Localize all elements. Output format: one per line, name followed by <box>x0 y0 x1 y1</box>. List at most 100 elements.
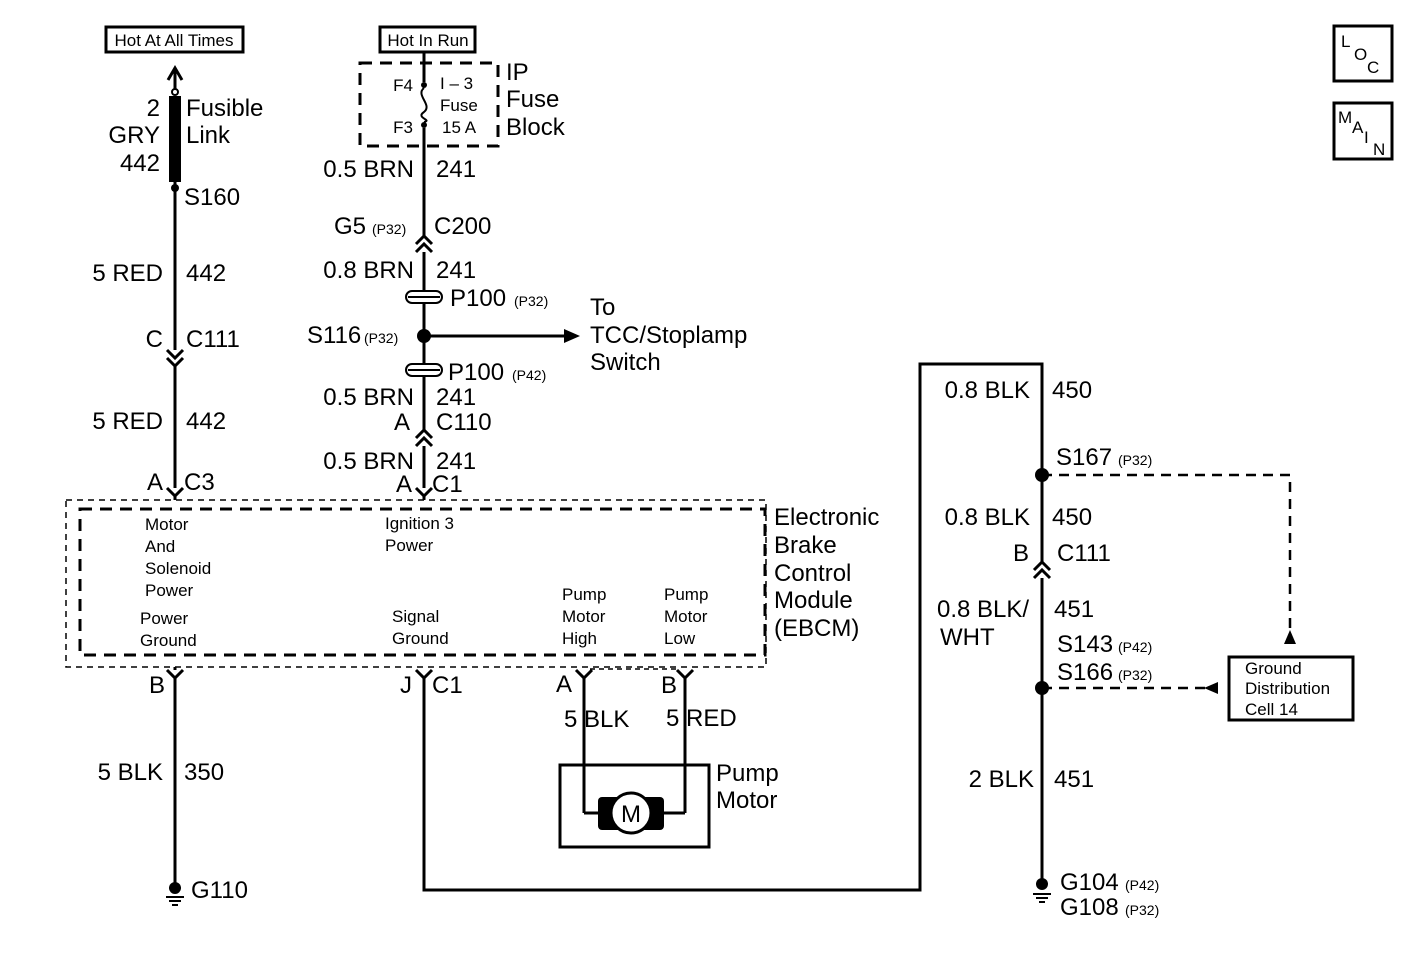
connector-name: C111 <box>186 326 240 353</box>
circuit-number: 442 <box>186 408 226 435</box>
circuit-number: 450 <box>1052 377 1092 404</box>
svg-text:C: C <box>1367 58 1379 77</box>
main-button[interactable]: M A I N <box>1332 101 1394 161</box>
fusible-link-label-2: Link <box>186 122 231 149</box>
ebcm-title-4: Module <box>774 587 853 614</box>
connector-name: C3 <box>184 469 215 496</box>
connector-c110: C110 <box>436 409 492 436</box>
wire-label: 0.5 BRN <box>323 156 414 183</box>
ebcm-pin-label: Motor <box>145 515 189 534</box>
connector-pin: B <box>149 672 165 699</box>
hot-at-all-times-label: Hot At All Times <box>104 25 245 54</box>
splice-s166: S166 <box>1057 659 1113 686</box>
wire-label: 0.8 BLK <box>945 377 1030 404</box>
wire-label-2: WHT <box>940 624 995 651</box>
connector-note: (P32) <box>372 221 406 237</box>
svg-text:I: I <box>1364 128 1369 147</box>
splice-s143: S143 <box>1057 631 1113 658</box>
circuit-number: 241 <box>436 156 476 183</box>
passthrough-note: (P42) <box>512 367 546 383</box>
passthrough-p100-bottom: P100 <box>448 359 504 386</box>
svg-text:L: L <box>1341 32 1350 51</box>
ebcm-title-3: Control <box>774 560 851 587</box>
fusible-color: GRY <box>108 122 160 149</box>
pump-motor-title-2: Motor <box>716 787 777 814</box>
svg-text:Ground: Ground <box>1245 659 1302 678</box>
connector-pin: A <box>147 469 163 496</box>
connector-pin: C <box>146 326 163 353</box>
ground-g110: G110 <box>191 877 248 904</box>
splice-s167: S167 <box>1056 444 1112 471</box>
ebcm-pin-label: And <box>145 537 175 556</box>
ebcm-title: Electronic <box>774 504 879 531</box>
ebcm-pin-label: Solenoid <box>145 559 211 578</box>
fuse-pin-f4: F4 <box>393 76 413 95</box>
ebcm-pin-label: Power <box>145 581 194 600</box>
wire-label: 5 RED <box>92 408 163 435</box>
splice-s116: S116 <box>307 322 361 349</box>
wire-label: 0.8 BLK <box>945 504 1030 531</box>
wire-label: 0.5 BRN <box>323 448 414 475</box>
svg-text:N: N <box>1373 140 1385 159</box>
connector-pin: A <box>394 409 410 436</box>
pump-motor-title: Pump <box>716 760 779 787</box>
wire-label: 0.5 BRN <box>323 384 414 411</box>
ebcm-title-5: (EBCM) <box>774 615 859 642</box>
ground-note: (P32) <box>1125 902 1159 918</box>
connector-pin: A <box>556 671 572 698</box>
ground-g104: G104 <box>1060 869 1119 896</box>
wire-label: 5 RED <box>92 260 163 287</box>
left-circuit <box>165 65 185 500</box>
circuit-number: 350 <box>184 759 224 786</box>
splice-note: (P32) <box>1118 452 1152 468</box>
to-tcc-label-2: TCC/Stoplamp <box>590 322 747 349</box>
ebcm-pin-label: Motor <box>562 607 606 626</box>
ground-g108: G108 <box>1060 894 1119 921</box>
ebcm-pin-label: Low <box>664 629 696 648</box>
circuit-number: 451 <box>1054 596 1094 623</box>
svg-text:M: M <box>1338 108 1352 127</box>
circuit-number: 442 <box>186 260 226 287</box>
connector-g5: G5 <box>334 213 366 240</box>
ground-distribution-cell[interactable]: Ground Distribution Cell 14 <box>1227 655 1355 722</box>
right-circuit <box>1032 468 1296 903</box>
ebcm-pin-label: Pump <box>562 585 606 604</box>
ip-fuse-block <box>358 52 500 236</box>
bottom-circuits <box>165 362 1044 906</box>
wire-label: 5 RED <box>666 705 737 732</box>
ebcm-pin-label: Motor <box>664 607 708 626</box>
wire-label: 5 BLK <box>98 759 163 786</box>
loc-button[interactable]: L O C <box>1332 24 1394 83</box>
connector-c200: C200 <box>434 213 491 240</box>
ebcm-pin-label: Pump <box>664 585 708 604</box>
connector-pin: B <box>1013 540 1029 567</box>
connector-pin: A <box>396 471 412 498</box>
wire-label: 0.8 BLK/ <box>937 596 1029 623</box>
fuse-label: Fuse <box>440 96 478 115</box>
circuit-number: 241 <box>436 384 476 411</box>
fuse-block-title-2: Fuse <box>506 86 559 113</box>
svg-text:O: O <box>1354 45 1367 64</box>
connector-c1: C1 <box>432 672 463 699</box>
ebcm-pin-label: Ignition 3 <box>385 514 454 533</box>
fuse-rating: 15 A <box>442 118 477 137</box>
wire-label: 2 BLK <box>969 766 1034 793</box>
ebcm-pin-label: High <box>562 629 597 648</box>
passthrough-p100: P100 <box>450 285 506 312</box>
svg-text:Hot In Run: Hot In Run <box>387 31 468 50</box>
passthrough-note: (P32) <box>514 293 548 309</box>
ebcm-pin-label: Ground <box>140 631 197 650</box>
ebcm-pin-label: Power <box>385 536 434 555</box>
fuse-block-title-3: Block <box>506 114 566 141</box>
connector-pin: J <box>400 672 412 699</box>
ebcm-pin-label: Signal <box>392 607 439 626</box>
ebcm-pin-label: Ground <box>392 629 449 648</box>
splice-note: (P32) <box>364 330 398 346</box>
fuse-pin-f3: F3 <box>393 118 413 137</box>
svg-text:Hot At All Times: Hot At All Times <box>114 31 233 50</box>
to-tcc-label: To <box>590 294 615 321</box>
connector-pin: B <box>661 672 677 699</box>
motor-symbol: M <box>621 801 641 828</box>
wire-label: 5 BLK <box>564 706 629 733</box>
